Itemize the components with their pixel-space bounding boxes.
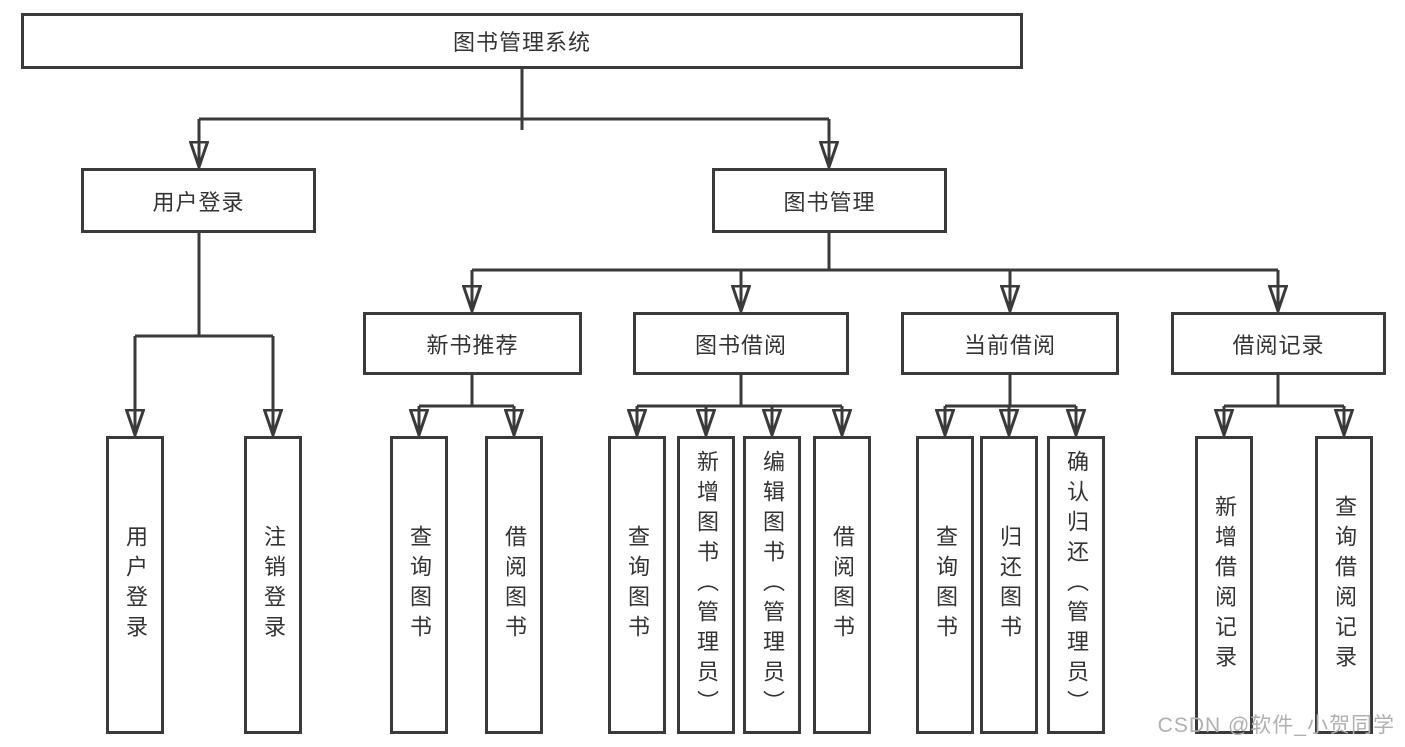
node-user-login: 用户登录	[81, 168, 316, 233]
leaf-borrow-add-book-admin: 新增图书（管理员）	[677, 436, 735, 734]
leaf-current-return-book-label: 归还图书	[997, 525, 1022, 645]
leaf-newbook-query-book-label: 查询图书	[407, 525, 432, 645]
node-book-borrow-label: 图书借阅	[694, 332, 787, 358]
leaf-newbook-borrow-book-label: 借阅图书	[502, 525, 527, 645]
edge-root-rail	[199, 69, 829, 130]
leaf-current-confirm-return-admin: 确认归还（管理员）	[1047, 436, 1105, 734]
leaf-borrow-edit-book-admin-label: 编辑图书（管理员）	[760, 450, 785, 720]
edge-arrows	[135, 119, 1344, 435]
node-book-borrow: 图书借阅	[633, 312, 849, 375]
edge-book-management-rail	[472, 233, 1278, 272]
edge-new-book-rail	[419, 375, 514, 408]
node-borrow-record-label: 借阅记录	[1232, 332, 1325, 358]
node-borrow-record: 借阅记录	[1171, 312, 1386, 375]
leaf-current-query-book: 查询图书	[916, 436, 974, 734]
leaf-borrow-add-book-admin-label: 新增图书（管理员）	[694, 450, 719, 720]
leaf-current-return-book: 归还图书	[980, 436, 1038, 734]
leaf-newbook-borrow-book: 借阅图书	[485, 436, 543, 734]
node-new-book-recommend: 新书推荐	[363, 312, 582, 375]
csdn-watermark: CSDN @软件_小贺同学	[1157, 714, 1395, 737]
node-root-system: 图书管理系统	[21, 13, 1023, 69]
node-root-system-label: 图书管理系统	[452, 30, 591, 55]
leaf-user-login: 用户登录	[106, 436, 164, 734]
leaf-current-query-book-label: 查询图书	[933, 525, 958, 645]
leaf-borrow-edit-book-admin: 编辑图书（管理员）	[743, 436, 801, 734]
edge-book-borrow-rail	[637, 375, 842, 408]
node-book-management: 图书管理	[712, 168, 947, 233]
leaf-borrow-query-book-label: 查询图书	[625, 525, 650, 645]
leaf-borrow-borrow-book-label: 借阅图书	[830, 525, 855, 645]
leaf-record-query-record-label: 查询借阅记录	[1332, 495, 1357, 675]
leaf-borrow-borrow-book: 借阅图书	[813, 436, 871, 734]
edge-current-borrow-rail	[945, 375, 1076, 408]
leaf-record-add-record: 新增借阅记录	[1195, 436, 1253, 734]
edge-user-login-rail	[135, 233, 273, 338]
leaf-logout-label: 注销登录	[261, 525, 286, 645]
node-user-login-label: 用户登录	[152, 189, 245, 215]
leaf-logout: 注销登录	[244, 436, 302, 734]
node-new-book-recommend-label: 新书推荐	[426, 332, 519, 358]
node-book-management-label: 图书管理	[783, 189, 876, 215]
leaf-user-login-label: 用户登录	[123, 525, 148, 645]
edge-borrow-record-rail	[1224, 375, 1344, 408]
node-current-borrow: 当前借阅	[901, 312, 1119, 375]
leaf-record-query-record: 查询借阅记录	[1315, 436, 1373, 734]
leaf-newbook-query-book: 查询图书	[390, 436, 448, 734]
node-current-borrow-label: 当前借阅	[963, 332, 1056, 358]
leaf-current-confirm-return-admin-label: 确认归还（管理员）	[1064, 450, 1089, 720]
leaf-record-add-record-label: 新增借阅记录	[1212, 495, 1237, 675]
leaf-borrow-query-book: 查询图书	[608, 436, 666, 734]
